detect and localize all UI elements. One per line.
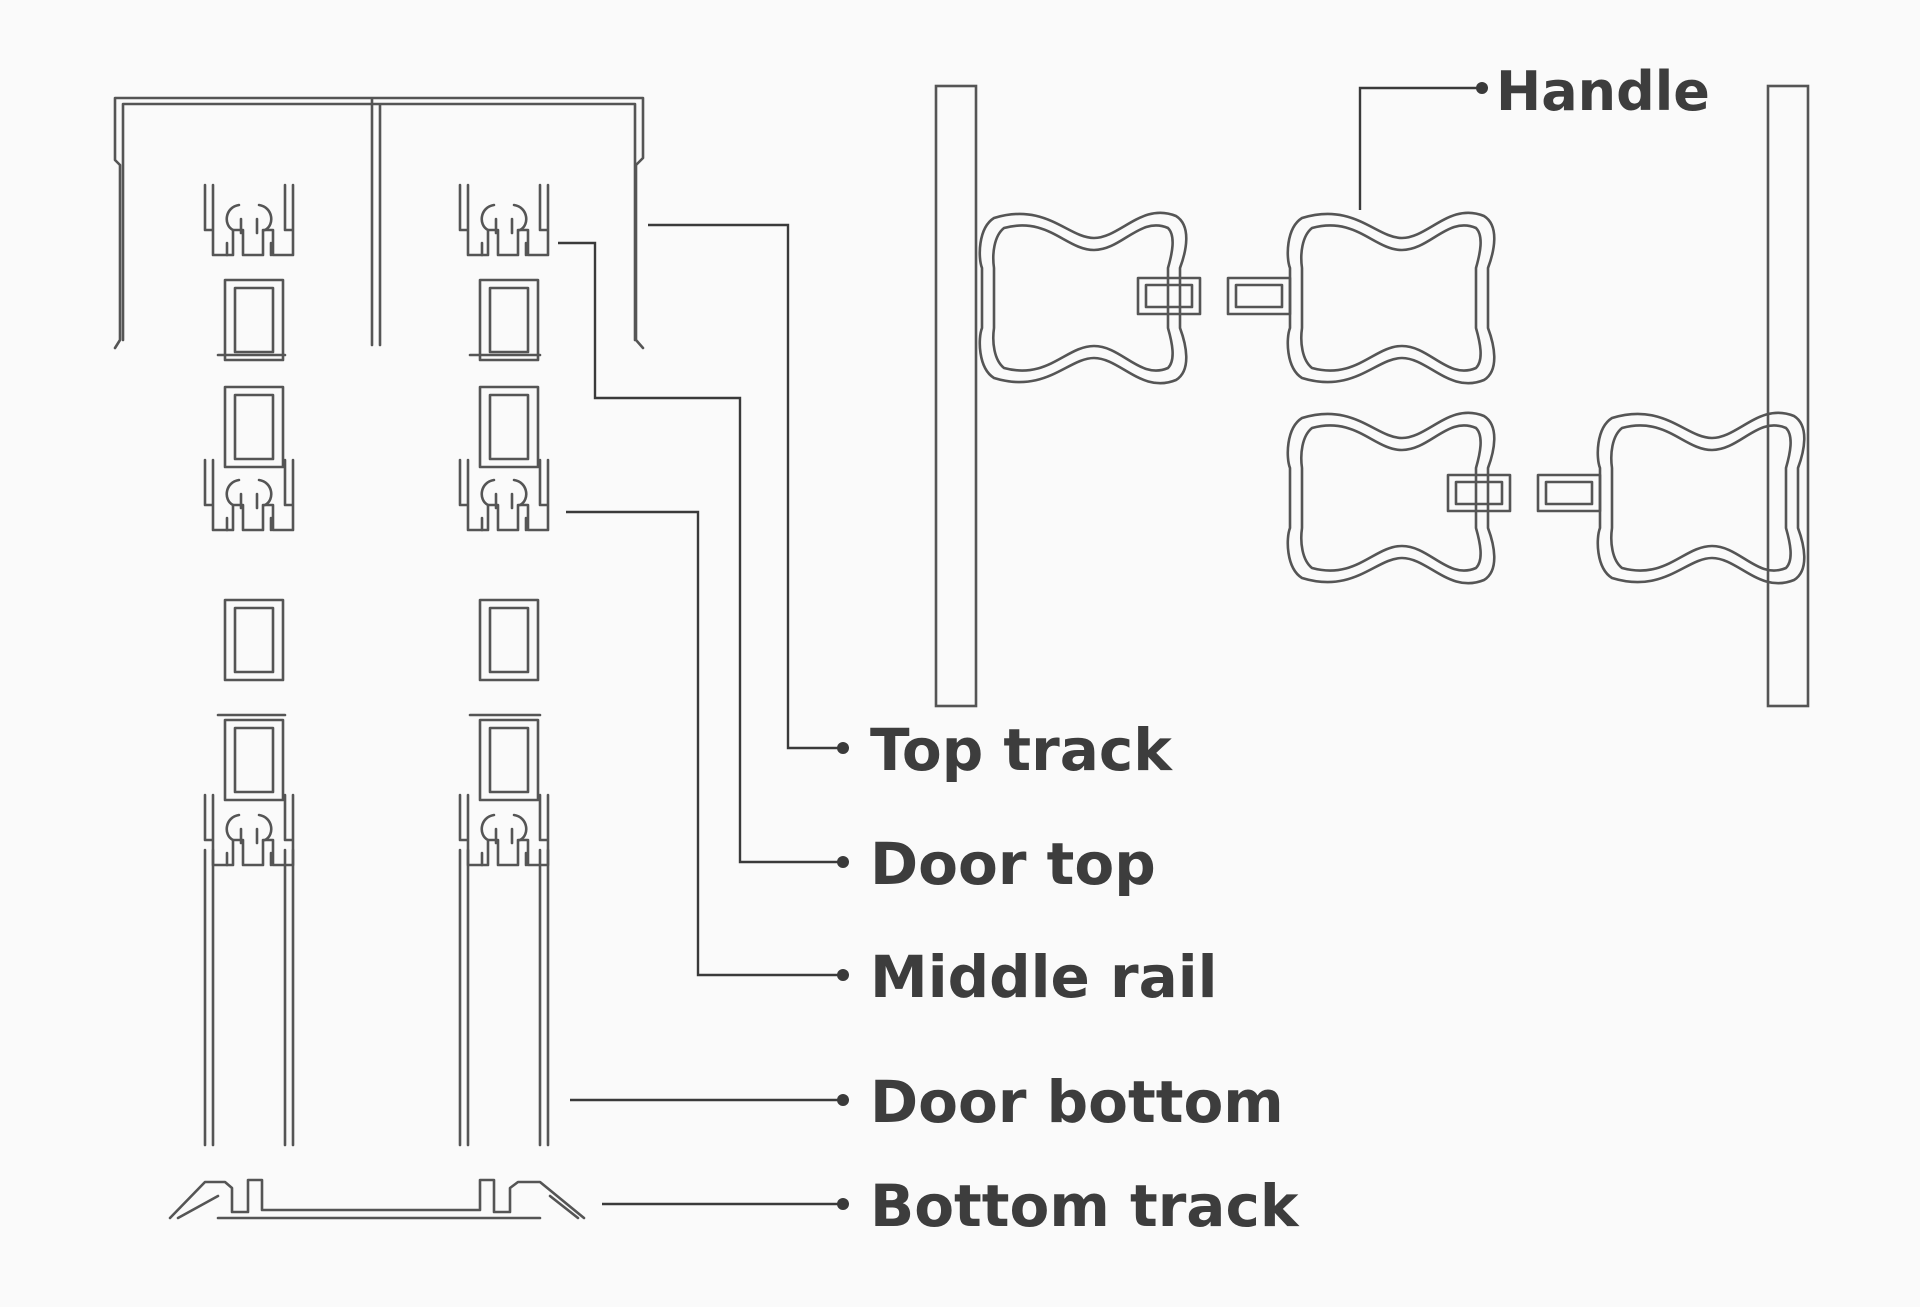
label-top-track: Top track bbox=[870, 716, 1173, 784]
label-door-bottom: Door bottom bbox=[870, 1068, 1284, 1136]
leader-dot-middle-rail bbox=[837, 969, 849, 981]
label-bottom-track: Bottom track bbox=[870, 1172, 1300, 1240]
door-section-drawing bbox=[113, 96, 645, 1220]
leader-dot-door-top bbox=[837, 856, 849, 868]
handle-detail-drawing bbox=[934, 84, 1810, 708]
label-handle: Handle bbox=[1496, 60, 1710, 123]
label-middle-rail: Middle rail bbox=[870, 943, 1218, 1011]
leader-dot-door-bottom bbox=[837, 1094, 849, 1106]
leader-door-top bbox=[558, 241, 842, 864]
right-wall-hatch bbox=[1766, 84, 1810, 708]
leader-dot-bottom-track bbox=[837, 1198, 849, 1210]
left-wall-hatch bbox=[934, 84, 978, 708]
leader-lines bbox=[558, 82, 1488, 1210]
label-door-top: Door top bbox=[870, 830, 1156, 898]
leader-dot-handle bbox=[1476, 82, 1488, 94]
leader-dot-top-track bbox=[837, 742, 849, 754]
leader-handle bbox=[1358, 86, 1480, 210]
leader-top-track bbox=[648, 223, 842, 750]
leader-middle-rail bbox=[566, 510, 842, 977]
